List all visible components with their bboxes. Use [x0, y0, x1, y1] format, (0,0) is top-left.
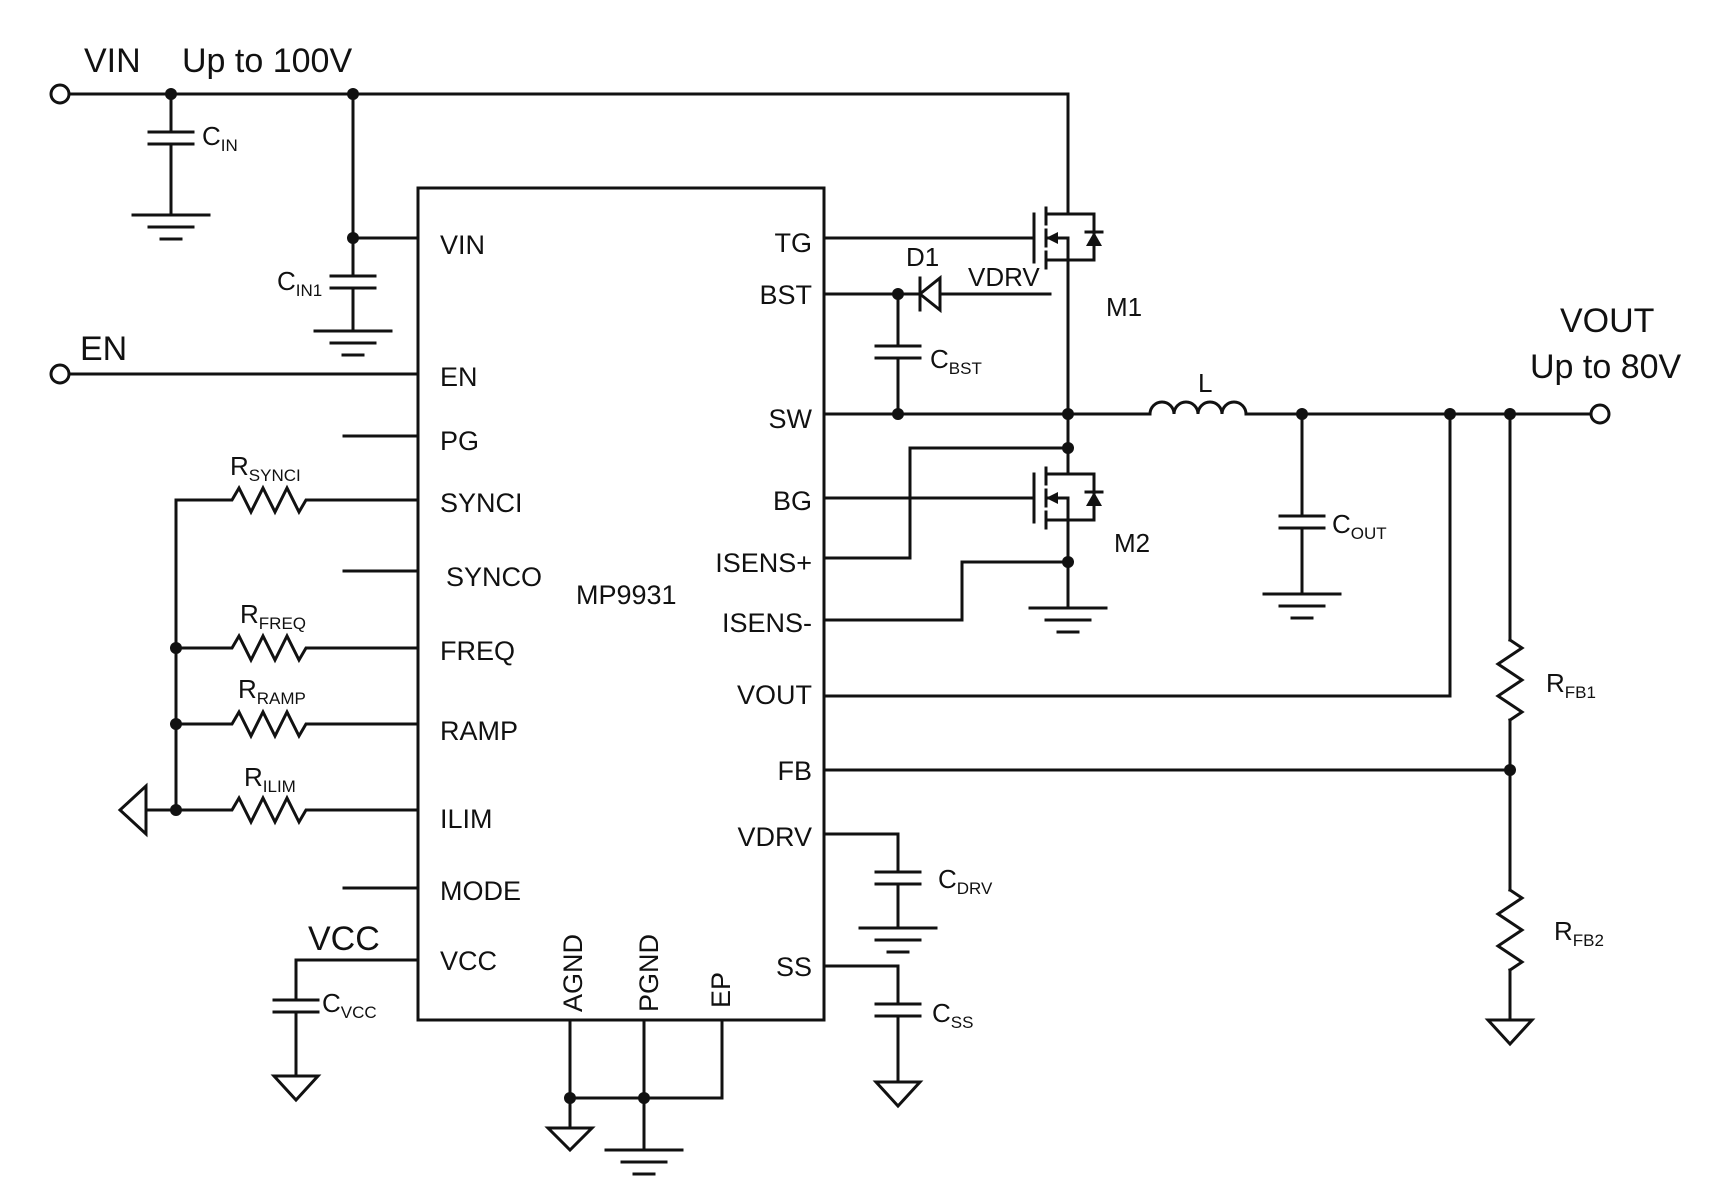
vout-terminal[interactable]: [1589, 403, 1611, 425]
pin-synci: SYNCI: [440, 488, 523, 518]
m1-mosfet: [1032, 206, 1104, 270]
vin-label: VIN: [84, 42, 141, 80]
signal-ground-symbol: [1484, 1018, 1536, 1047]
pin-tg: TG: [775, 228, 813, 258]
pin-bg: BG: [773, 486, 812, 516]
m2-mosfet: [1032, 466, 1104, 530]
signal-ground-symbol: [270, 1074, 322, 1103]
rsynci-label: RSYNCI: [230, 451, 301, 485]
rramp-label: RRAMP: [238, 674, 306, 708]
sw-net: [822, 408, 1152, 474]
ground-symbol: [313, 329, 393, 357]
rfreq-resistor: [174, 632, 420, 664]
pin-ss: SS: [776, 952, 812, 982]
vcc-label: VCC: [308, 920, 380, 958]
signal-ground-symbol: [872, 1080, 924, 1109]
pin-sw: SW: [769, 404, 813, 434]
pin-synco: SYNCO: [446, 562, 542, 592]
pin-vcc: VCC: [440, 946, 497, 976]
d1-label: D1: [906, 242, 939, 272]
m2-label: M2: [1114, 528, 1150, 558]
rilim-label: RILIM: [244, 762, 296, 796]
m2-source-net: [1062, 518, 1074, 610]
rsynci-resistor: [174, 484, 420, 516]
pin-mode: MODE: [440, 876, 521, 906]
isens-minus-wire: [822, 560, 1070, 622]
signal-ground-symbol: [117, 782, 148, 838]
css-capacitor: [822, 964, 922, 1084]
pin-pgnd: PGND: [634, 934, 664, 1012]
ground-symbol: [1028, 606, 1108, 634]
inductor-label: L: [1198, 368, 1212, 398]
vin-rail: [49, 83, 1070, 244]
pin-vin: VIN: [440, 230, 485, 260]
cin-capacitor: [147, 92, 195, 217]
cin1-capacitor: [329, 236, 377, 333]
vdrv-label: VDRV: [968, 262, 1040, 292]
cdrv-capacitor: [822, 832, 922, 930]
vout-voltage-note: Up to 80V: [1530, 348, 1682, 386]
ic-body: [416, 186, 826, 1022]
rfb2-label: RFB2: [1554, 916, 1604, 950]
rfb1-label: RFB1: [1546, 668, 1596, 702]
pin-pg: PG: [440, 426, 479, 456]
pin-ep: EP: [706, 972, 736, 1008]
cin1-label: CIN1: [277, 266, 322, 300]
pin-ilim: ILIM: [440, 804, 493, 834]
rilim-resistor: [144, 794, 420, 826]
pin-fb: FB: [777, 756, 812, 786]
rramp-resistor: [174, 708, 420, 740]
vcc-net: [294, 958, 420, 1002]
ground-symbol: [604, 1148, 684, 1176]
en-label: EN: [80, 330, 127, 368]
vin-voltage-note: Up to 100V: [182, 42, 352, 80]
pin-isens-minus: ISENS-: [722, 608, 812, 638]
pin-agnd: AGND: [558, 934, 588, 1012]
pin-vdrv: VDRV: [737, 822, 812, 852]
signal-ground-symbol: [544, 1126, 596, 1153]
vout-label: VOUT: [1560, 302, 1654, 340]
ground-symbol: [131, 213, 211, 241]
cout-capacitor: [1278, 412, 1326, 596]
vin-terminal[interactable]: [49, 83, 71, 105]
pin-ramp: RAMP: [440, 716, 518, 746]
pin-isens-plus: ISENS+: [715, 548, 812, 578]
ic-part-number: MP9931: [576, 580, 677, 610]
m1-label: M1: [1106, 292, 1142, 322]
cvcc-label: CVCC: [322, 988, 377, 1022]
css-label: CSS: [932, 998, 973, 1032]
isens-plus-wire: [822, 446, 1070, 560]
inductor: [1148, 400, 1602, 420]
pin-vout: VOUT: [737, 680, 812, 710]
feedback-divider: [1495, 412, 1525, 1022]
bst-net: [822, 274, 1052, 314]
ground-symbol: [858, 926, 938, 954]
cout-label: COUT: [1332, 509, 1387, 543]
cdrv-label: CDRV: [938, 864, 993, 898]
cvcc-capacitor: [272, 998, 320, 1078]
cbst-label: CBST: [930, 344, 982, 378]
cbst-capacitor: [874, 292, 922, 420]
pin-bst: BST: [759, 280, 812, 310]
left-resistor-bus: [170, 498, 182, 816]
bottom-ground-net: [564, 1018, 724, 1152]
pin-en: EN: [440, 362, 478, 392]
ground-symbol: [1262, 592, 1342, 620]
cin-label: CIN: [202, 121, 238, 155]
vout-sense-wire: [822, 412, 1452, 698]
en-terminal[interactable]: [49, 363, 71, 385]
pin-freq: FREQ: [440, 636, 515, 666]
rfreq-label: RFREQ: [240, 599, 306, 633]
